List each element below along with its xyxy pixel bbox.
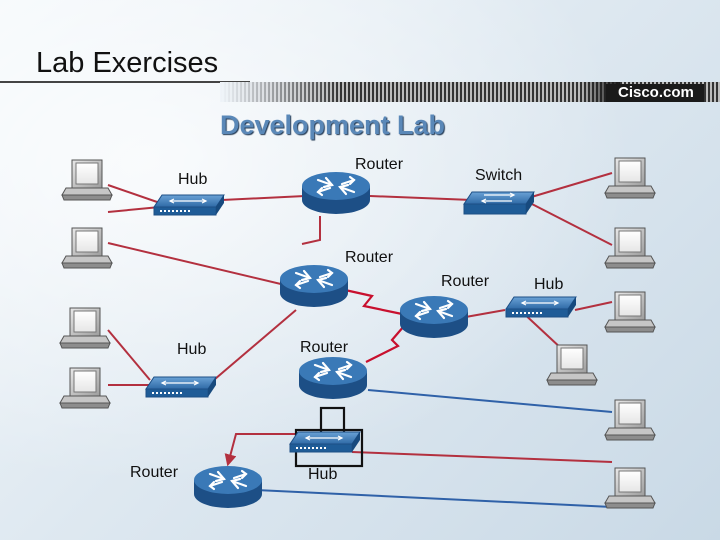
computer-icon-left-2 <box>61 227 113 269</box>
label-switch-top: Switch <box>475 167 523 184</box>
computer-icon-right-5 <box>604 399 656 441</box>
label-router-bottom-left: Router <box>130 464 179 481</box>
title-underline <box>0 81 250 83</box>
switch-icon-top <box>463 191 535 215</box>
blue-links <box>255 389 613 508</box>
label-hub-top: Hub <box>178 171 208 188</box>
router-icon-top <box>300 170 372 216</box>
hub-icon-left <box>145 376 217 398</box>
slide-title: Lab Exercises <box>36 47 219 79</box>
label-router-mid: Router <box>300 339 349 356</box>
computer-icon-right-4 <box>546 344 598 386</box>
router-icon-center <box>278 263 350 309</box>
cisco-logo[interactable]: Cisco.com <box>606 84 704 102</box>
label-hub-right: Hub <box>534 276 564 293</box>
hub-icon-right <box>505 296 577 318</box>
serial-links <box>344 288 405 363</box>
router-icon-bottom-left <box>192 464 264 510</box>
router-icon-right <box>398 294 470 340</box>
hub-icon-bottom <box>289 431 361 453</box>
diagram-title: Development Lab <box>220 110 446 140</box>
computer-icon-left-3 <box>59 307 111 349</box>
computer-icon-right-6 <box>604 467 656 509</box>
label-router-right: Router <box>441 273 490 290</box>
computer-icon-right-1 <box>604 157 656 199</box>
router-icon-mid <box>297 355 369 401</box>
header-stripe-fade <box>220 82 340 102</box>
computer-icon-right-3 <box>604 291 656 333</box>
label-hub-left: Hub <box>177 341 207 358</box>
computer-icon-left-1 <box>61 159 113 201</box>
label-hub-bottom: Hub <box>308 466 338 483</box>
hub-icon-top <box>153 194 225 216</box>
ethernet-links <box>107 172 613 467</box>
computer-icon-right-2 <box>604 227 656 269</box>
label-router-top: Router <box>355 156 404 173</box>
computer-icon-left-4 <box>59 367 111 409</box>
label-router-center: Router <box>345 249 394 266</box>
